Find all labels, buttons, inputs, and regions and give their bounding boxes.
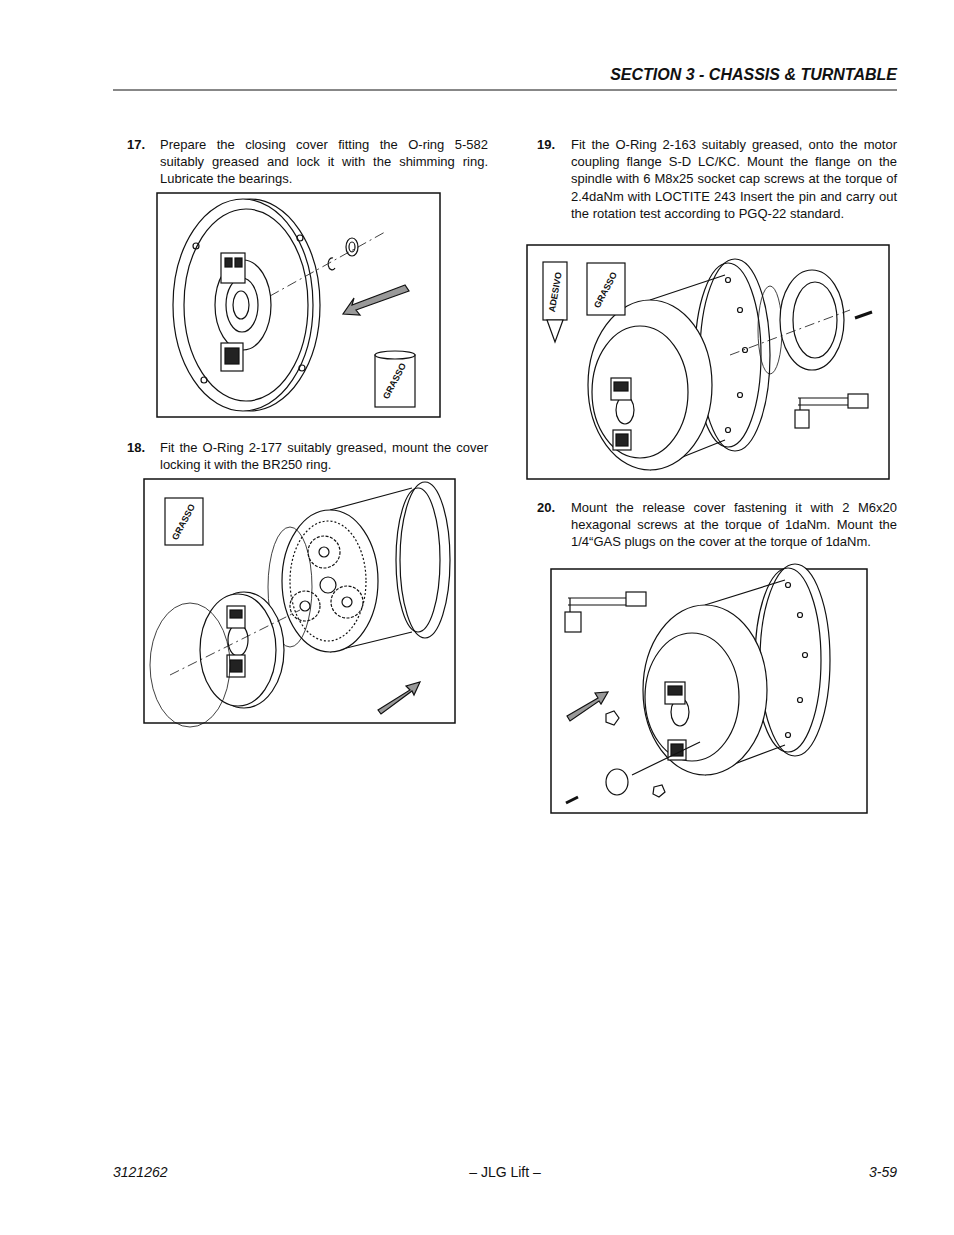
page-number: 3-59 <box>869 1163 897 1181</box>
step-number: 17. <box>127 136 157 153</box>
step-text: Fit the O-Ring 2-177 suitably greased, m… <box>160 439 488 473</box>
step-number: 20. <box>537 499 567 516</box>
gearbox-assembly <box>150 482 450 727</box>
closing-cover <box>173 199 415 411</box>
document-number: 3121262 <box>113 1163 168 1181</box>
section-header: SECTION 3 - CHASSIS & TURNTABLE <box>610 65 897 85</box>
step-number: 19. <box>537 136 567 153</box>
step-number: 18. <box>127 439 157 456</box>
step-text: Prepare the closing cover fitting the O-… <box>160 136 488 188</box>
footer-brand: – JLG Lift – <box>469 1163 541 1181</box>
release-cover-assembly <box>565 564 830 803</box>
step-text: Mount the release cover fastening it wit… <box>571 499 897 551</box>
motor-flange-assembly <box>543 259 872 470</box>
step-text: Fit the O-Ring 2-163 suitably greased, o… <box>571 136 897 222</box>
